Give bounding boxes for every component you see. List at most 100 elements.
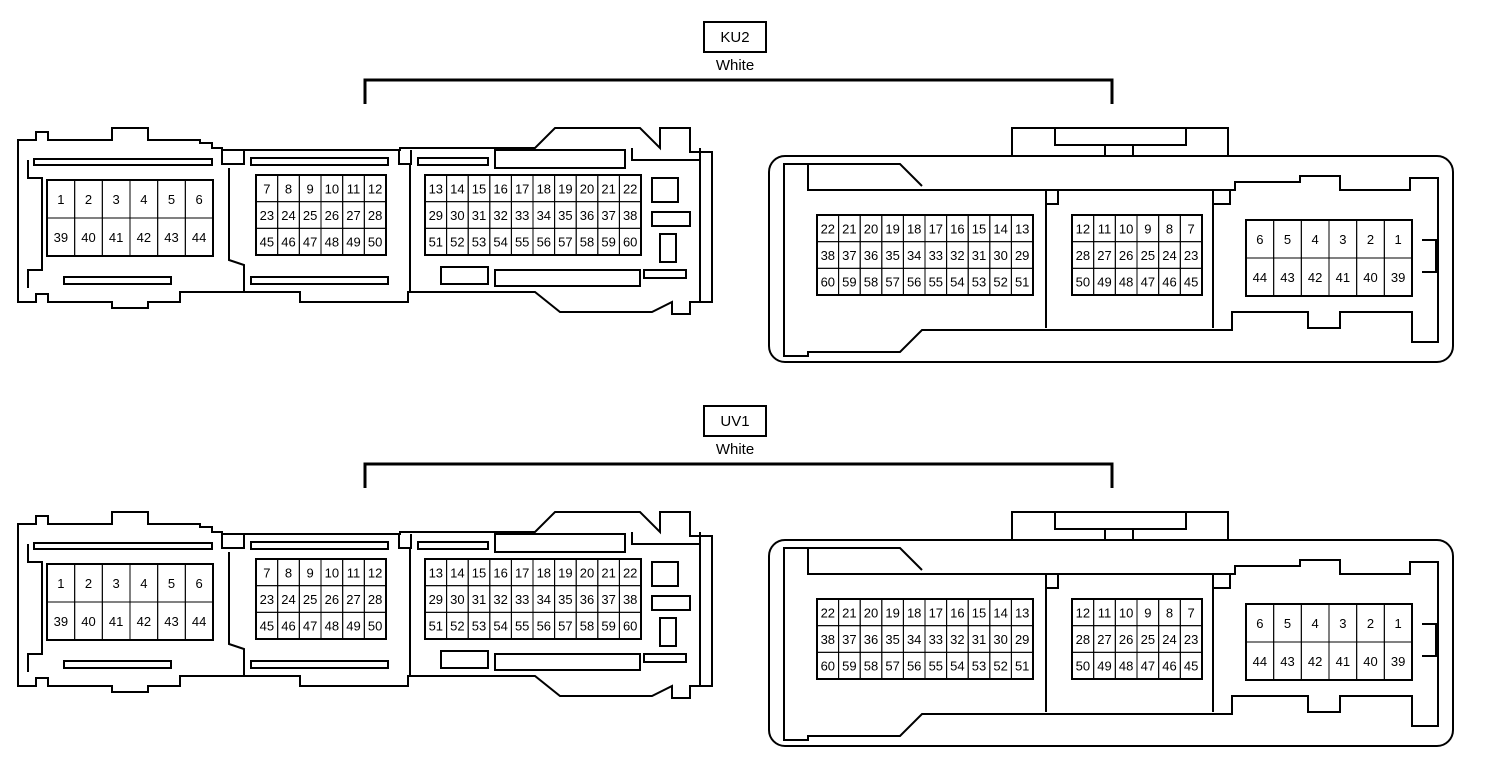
pin-number: 58 — [580, 235, 594, 250]
pin-number: 12 — [1076, 605, 1090, 620]
pin-number: 28 — [368, 592, 382, 607]
pin-number: 9 — [307, 181, 314, 196]
pin-number: 59 — [842, 275, 856, 290]
pin-number: 28 — [1076, 248, 1090, 263]
pin-number: 23 — [260, 208, 274, 223]
pin-number: 33 — [929, 248, 943, 263]
pin-number: 22 — [623, 565, 637, 580]
pin-number: 51 — [429, 235, 443, 250]
pin-number: 41 — [109, 230, 123, 245]
pin-number: 11 — [1098, 605, 1112, 620]
pin-number: 16 — [950, 221, 964, 236]
pin-number: 32 — [950, 248, 964, 263]
pin-number: 57 — [885, 659, 899, 674]
pin-cell — [363, 611, 387, 640]
pin-number: 40 — [1363, 654, 1377, 669]
pin-number: 6 — [196, 192, 203, 207]
pin-number: 35 — [885, 632, 899, 647]
pin-number: 15 — [472, 565, 486, 580]
pin-number: 22 — [821, 221, 835, 236]
pin-number: 10 — [1119, 221, 1133, 236]
pin-number: 47 — [303, 235, 317, 250]
connector-color-label: White — [716, 441, 754, 458]
connector-uv1: UV1 White — [17, 405, 1454, 747]
pin-number: 38 — [821, 632, 835, 647]
pin-number: 46 — [281, 619, 295, 634]
pin-number: 3 — [1339, 232, 1346, 247]
pin-number: 46 — [1162, 275, 1176, 290]
pin-number: 54 — [493, 235, 507, 250]
pin-number: 30 — [993, 248, 1007, 263]
right-connector-housing — [768, 127, 1454, 363]
pin-number: 33 — [515, 208, 529, 223]
pin-number: 43 — [1280, 270, 1294, 285]
pin-number: 59 — [601, 619, 615, 634]
pin-number: 31 — [472, 208, 486, 223]
pin-number: 14 — [993, 221, 1007, 236]
pin-number: 28 — [1076, 632, 1090, 647]
pin-number: 17 — [515, 181, 529, 196]
left-connector-housing — [17, 127, 713, 315]
pin-number: 6 — [196, 576, 203, 591]
pin-number: 5 — [1284, 232, 1291, 247]
pin-number: 26 — [1119, 248, 1133, 263]
pin-number: 5 — [1284, 616, 1291, 631]
pin-number: 36 — [864, 248, 878, 263]
pin-number: 47 — [1141, 275, 1155, 290]
pin-number: 45 — [260, 235, 274, 250]
pin-number: 43 — [164, 614, 178, 629]
pin-number: 56 — [537, 619, 551, 634]
pin-number: 45 — [1184, 659, 1198, 674]
pin-number: 9 — [1144, 221, 1151, 236]
pin-number: 27 — [1097, 632, 1111, 647]
pin-number: 50 — [1076, 659, 1090, 674]
pin-number: 41 — [1336, 654, 1350, 669]
pin-number: 45 — [1184, 275, 1198, 290]
pin-number: 59 — [601, 235, 615, 250]
pin-number: 59 — [842, 659, 856, 674]
pin-number: 37 — [842, 248, 856, 263]
pin-number: 12 — [1076, 221, 1090, 236]
pin-number: 18 — [907, 221, 921, 236]
pin-number: 17 — [515, 565, 529, 580]
pin-number: 42 — [137, 614, 151, 629]
pin-number: 48 — [1119, 659, 1133, 674]
pin-number: 40 — [1363, 270, 1377, 285]
pin-number: 19 — [558, 565, 572, 580]
pin-number: 58 — [864, 659, 878, 674]
pin-number: 30 — [450, 208, 464, 223]
pin-number: 2 — [85, 192, 92, 207]
pin-number: 28 — [368, 208, 382, 223]
pin-number: 55 — [515, 619, 529, 634]
pin-number: 18 — [537, 181, 551, 196]
right-connector-housing — [768, 511, 1454, 747]
pin-cell — [184, 217, 214, 257]
pin-number: 39 — [1391, 270, 1405, 285]
left-connector-housing — [17, 511, 713, 699]
pin-number: 3 — [1339, 616, 1346, 631]
pin-number: 12 — [368, 565, 382, 580]
pin-number: 53 — [472, 235, 486, 250]
pin-number: 55 — [929, 275, 943, 290]
pin-number: 53 — [972, 275, 986, 290]
pin-number: 11 — [347, 181, 361, 196]
pin-number: 38 — [821, 248, 835, 263]
pin-number: 39 — [54, 614, 68, 629]
pin-number: 45 — [260, 619, 274, 634]
pin-number: 16 — [950, 605, 964, 620]
pin-number: 19 — [558, 181, 572, 196]
pin-number: 36 — [864, 632, 878, 647]
pin-number: 32 — [950, 632, 964, 647]
pin-number: 4 — [140, 576, 147, 591]
pin-number: 13 — [1015, 605, 1029, 620]
pin-number: 38 — [623, 208, 637, 223]
pin-number: 27 — [1097, 248, 1111, 263]
pin-number: 42 — [137, 230, 151, 245]
pin-number: 10 — [325, 181, 339, 196]
pin-number: 50 — [1076, 275, 1090, 290]
pin-number: 24 — [1162, 632, 1176, 647]
pin-number: 24 — [281, 592, 295, 607]
pin-number: 8 — [1166, 221, 1173, 236]
